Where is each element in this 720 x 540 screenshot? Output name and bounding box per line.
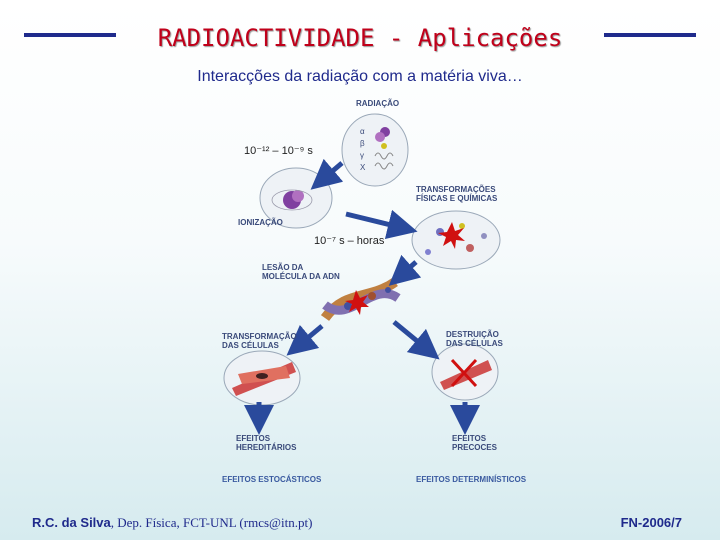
footer-affiliation: , Dep. Física, FCT-UNL (rmcs@itn.pt)	[110, 515, 313, 530]
dna-break-icon	[345, 290, 369, 315]
page-subtitle: Interacções da radiação com a matéria vi…	[197, 68, 523, 85]
radiation-type-gamma: γ	[360, 151, 364, 160]
stochastic-effects-label: EFEITOS ESTOCÁSTICOS	[222, 475, 322, 484]
ionization-label: IONIZAÇÃO	[238, 218, 283, 227]
radiation-label: RADIAÇÃO	[356, 99, 400, 108]
arrow-transform-dna	[388, 254, 422, 286]
radiation-type-alpha: α	[360, 127, 365, 136]
cell-destruction-label: DESTRUIÇÃO DAS CÉLULAS	[446, 330, 503, 348]
early-effects-label: EFEITOS PRECOCES	[452, 434, 497, 452]
title-rule-right	[604, 33, 696, 37]
deterministic-effects-label: EFEITOS DETERMINÍSTICOS	[416, 475, 527, 484]
title-rule-left	[24, 33, 116, 37]
reaction-star-icon	[438, 222, 465, 249]
time-early-label: 10⁻¹² – 10⁻⁹ s	[244, 145, 313, 157]
radiation-type-x: X	[360, 163, 366, 172]
arrow-dna-destroyed	[392, 320, 440, 360]
gamma-wave-icon	[374, 152, 394, 160]
page-title: RADIOACTIVIDADE - Aplicações	[157, 24, 563, 52]
radiation-oval	[341, 113, 409, 187]
arrow-dna-transformed	[286, 324, 324, 356]
footer-author: R.C. da Silva	[32, 515, 111, 530]
footer-credit: R.C. da Silva, Dep. Física, FCT-UNL (rmc…	[32, 515, 312, 531]
radiation-type-beta: β	[360, 139, 365, 148]
arrow-radiation-ionization	[310, 158, 344, 190]
time-late-label: 10⁻⁷ s – horas	[314, 235, 385, 247]
transformations-label: TRANSFORMAÇÕES FÍSICAS E QUÍMICAS	[416, 185, 498, 203]
arrow-ionization-transform	[345, 209, 418, 239]
footer-code: FN-2006/7	[620, 515, 682, 530]
cell-transformation-label: TRANSFORMAÇÃO DAS CÉLULAS	[222, 332, 297, 350]
dna-damage-label: LESÃO DA MOLÉCULA DA ADN	[262, 263, 340, 281]
hereditary-effects-label: EFEITOS HEREDITÁRIOS	[236, 434, 297, 452]
